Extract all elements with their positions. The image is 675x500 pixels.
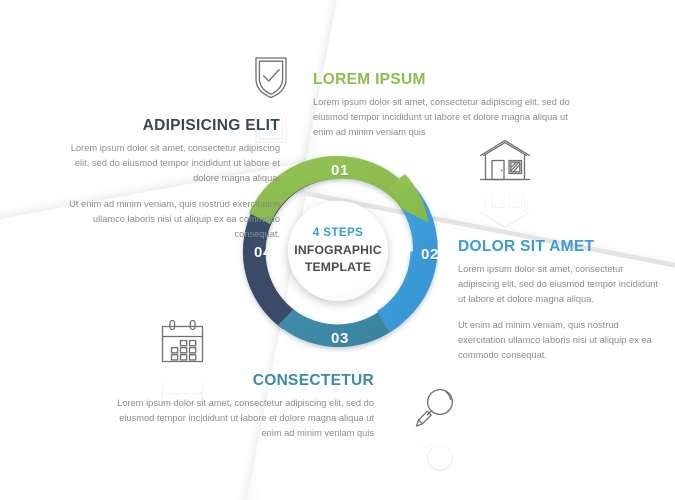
text-block-adipisicing-elit: ADIPISICING ELIT Lorem ipsum dolor sit a… [58,117,280,242]
heading-adipisicing-elit: ADIPISICING ELIT [142,117,280,134]
center-title-line-2: INFOGRAPHIC [294,242,382,257]
segment-label-02[interactable]: 02 [421,246,439,263]
heading-consectetur: CONSECTETUR [252,372,374,389]
magnifier-icon [415,388,455,472]
donut-segment-02-body [377,187,438,332]
donut-segment-03 [278,288,423,348]
heading-dolor-sit-amet: DOLOR SIT AMET [458,238,595,255]
text-block-lorem-ipsum: LOREM IPSUM Lorem ipsum dolor sit amet, … [313,71,583,140]
segment-label-04[interactable]: 04 [254,244,272,261]
center-disc: 4 STEPS INFOGRAPHIC TEMPLATE [288,201,388,301]
segment-label-03[interactable]: 03 [331,330,349,347]
shield-check-icon [250,52,292,143]
donut-segment-01 [249,155,428,224]
paragraph-dolor-sit-amet-2: Ut enim ad minim veniam, quis nostrud ex… [458,320,652,361]
paragraph-lorem-ipsum-1: Lorem ipsum dolor sit amet, consectetur … [313,97,570,138]
heading-lorem-ipsum: LOREM IPSUM [313,71,426,88]
segment-label-01[interactable]: 01 [331,162,349,179]
steps-donut-chart [237,151,438,352]
paragraph-adipisicing-elit-1: Lorem ipsum dolor sit amet, consectetur … [70,143,280,184]
donut-segment-01-tip [389,174,429,223]
text-block-consectetur: CONSECTETUR Lorem ipsum dolor sit amet, … [112,372,374,441]
paragraph-dolor-sit-amet-1: Lorem ipsum dolor sit amet, consectetur … [458,264,658,305]
paragraph-adipisicing-elit-2: Ut enim ad minim veniam, quis nostrud ex… [69,199,280,240]
calendar-icon [159,318,206,405]
center-title-line-1: 4 STEPS [312,225,364,239]
house-icon [479,139,531,229]
text-block-dolor-sit-amet: DOLOR SIT AMET Lorem ipsum dolor sit ame… [458,238,663,363]
paragraph-consectetur-1: Lorem ipsum dolor sit amet, consectetur … [117,398,374,439]
center-title-line-3: TEMPLATE [304,260,372,275]
